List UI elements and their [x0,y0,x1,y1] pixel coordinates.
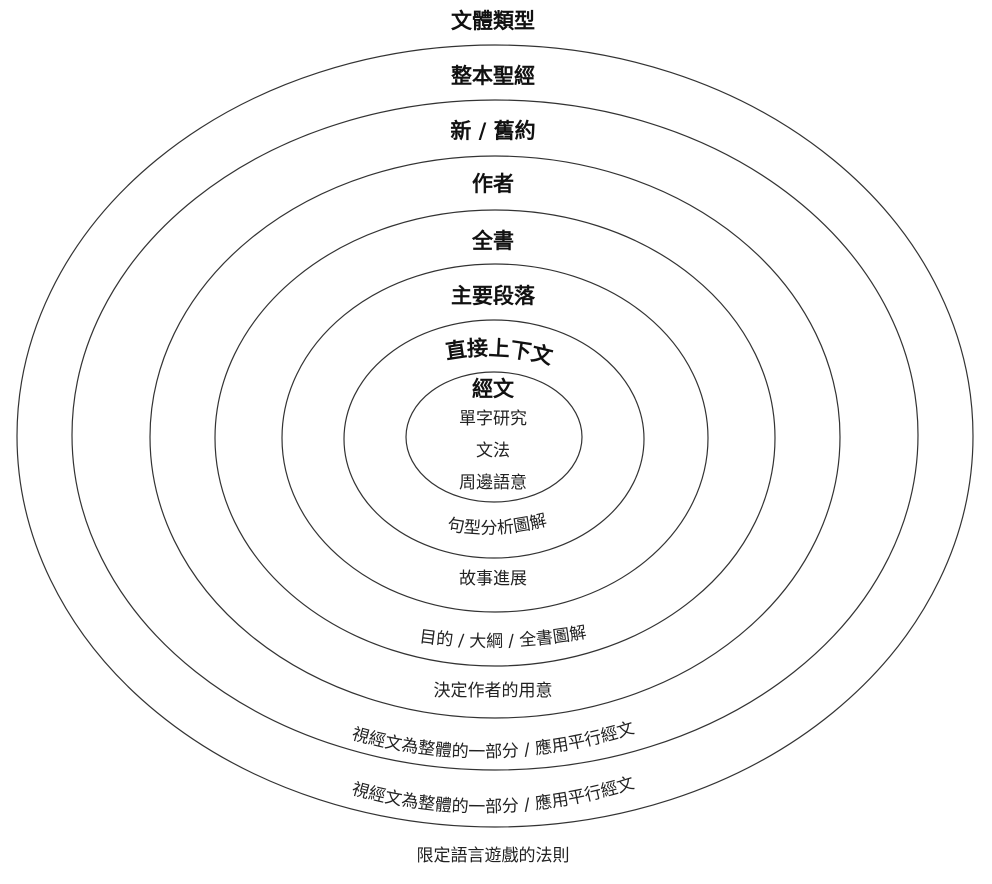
label-word-study: 單字研究 [459,409,527,429]
ring-7-genre [16,44,974,828]
label-main-section: 主要段落 [451,284,536,308]
label-author-intent: 決定作者的用意 [434,681,553,701]
label-language-game: 限定語言遊戲的法則 [417,846,570,866]
ring-6-whole-bible [71,99,919,771]
ring-3-whole-book [281,263,709,613]
ring-5-testament [149,155,841,719]
label-parallel-2: 視經文為整體的一部分 / 應用平行經文 [350,773,637,817]
label-parallel-1: 視經文為整體的一部分 / 應用平行經文 [350,718,637,762]
label-grammar: 文法 [476,441,510,461]
ring-1-text [405,371,583,503]
label-semantic-range: 周邊語意 [459,473,527,493]
label-story-progress: 故事進展 [459,569,527,589]
label-author: 作者 [472,172,514,196]
label-whole-bible: 整本聖經 [451,64,535,88]
label-testament: 新 / 舊約 [450,119,535,143]
label-immediate-context: 直接上下文 [444,336,556,369]
label-genre: 文體類型 [451,9,535,33]
ring-2-main-section [343,319,645,559]
ring-4-author [214,209,776,667]
label-whole-book: 全書 [471,229,514,253]
label-purpose-outline: 目的 / 大綱 / 全書圖解 [418,623,588,652]
label-text: 經文 [472,377,515,401]
label-sentence-diagram: 句型分析圖解 [446,511,549,539]
